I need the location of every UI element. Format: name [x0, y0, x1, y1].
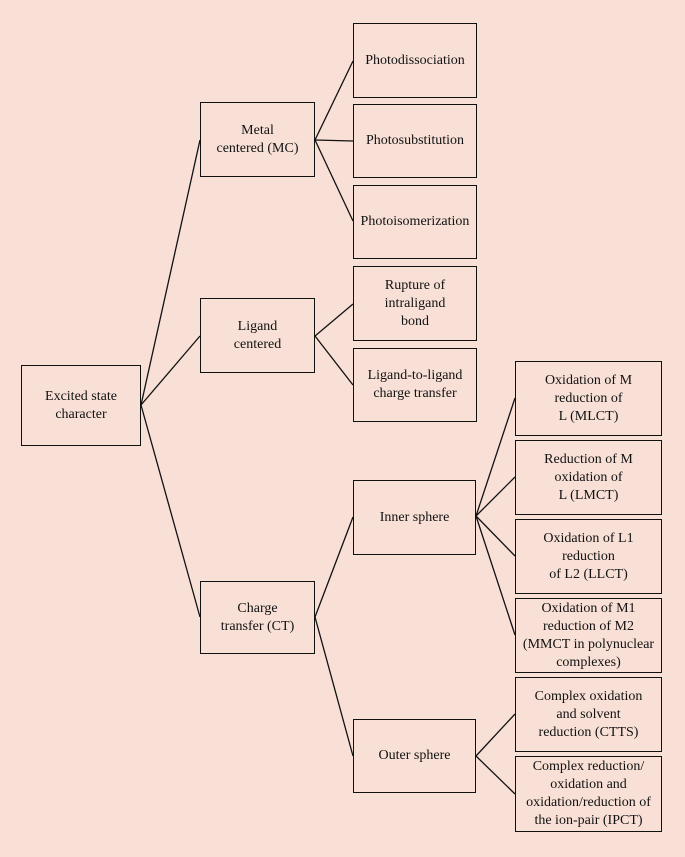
- photodissociation-node: Photodissociation: [353, 23, 477, 98]
- edge-inner-mlct: [475, 397, 516, 517]
- edge-root-ct: [140, 404, 201, 618]
- edge-root-mc: [140, 139, 201, 406]
- mlct-node: Oxidation of M reduction of L (MLCT): [515, 361, 662, 436]
- edge-mc-photoisomerization: [314, 139, 354, 222]
- inner-sphere-node: Inner sphere: [353, 480, 476, 555]
- edge-outer-ipct: [475, 755, 516, 795]
- intraligand-rupture-node: Rupture of intraligand bond: [353, 266, 477, 341]
- ipct-node: Complex reduction/ oxidation and oxidati…: [515, 756, 662, 832]
- ctts-node: Complex oxidation and solvent reduction …: [515, 677, 662, 752]
- lmct-node: Reduction of M oxidation of L (LMCT): [515, 440, 662, 515]
- mmct-node: Oxidation of M1 reduction of M2 (MMCT in…: [515, 598, 662, 673]
- edge-inner-lmct: [475, 476, 516, 517]
- llct-node: Oxidation of L1 reduction of L2 (LLCT): [515, 519, 662, 594]
- metal-centered-node: Metal centered (MC): [200, 102, 315, 177]
- photosubstitution-node: Photosubstitution: [353, 104, 477, 178]
- edge-lc-rupture: [314, 303, 354, 337]
- edge-ct-inner: [314, 516, 354, 618]
- ligand-to-ligand-node: Ligand-to-ligand charge transfer: [353, 348, 477, 422]
- charge-transfer-node: Charge transfer (CT): [200, 581, 315, 654]
- edge-lc-ligand-transfer: [314, 335, 354, 386]
- ligand-centered-node: Ligand centered: [200, 298, 315, 373]
- edge-outer-ctts: [475, 713, 516, 757]
- root-node: Excited state character: [21, 365, 141, 446]
- edge-root-lc: [140, 335, 201, 406]
- edge-mc-photosubstitution: [314, 139, 354, 142]
- edge-inner-llct: [475, 515, 516, 557]
- photoisomerization-node: Photoisomerization: [353, 185, 477, 259]
- edge-mc-photodissociation: [314, 60, 354, 141]
- edge-ct-outer: [314, 616, 354, 757]
- outer-sphere-node: Outer sphere: [353, 719, 476, 793]
- edge-inner-mmct: [475, 515, 516, 636]
